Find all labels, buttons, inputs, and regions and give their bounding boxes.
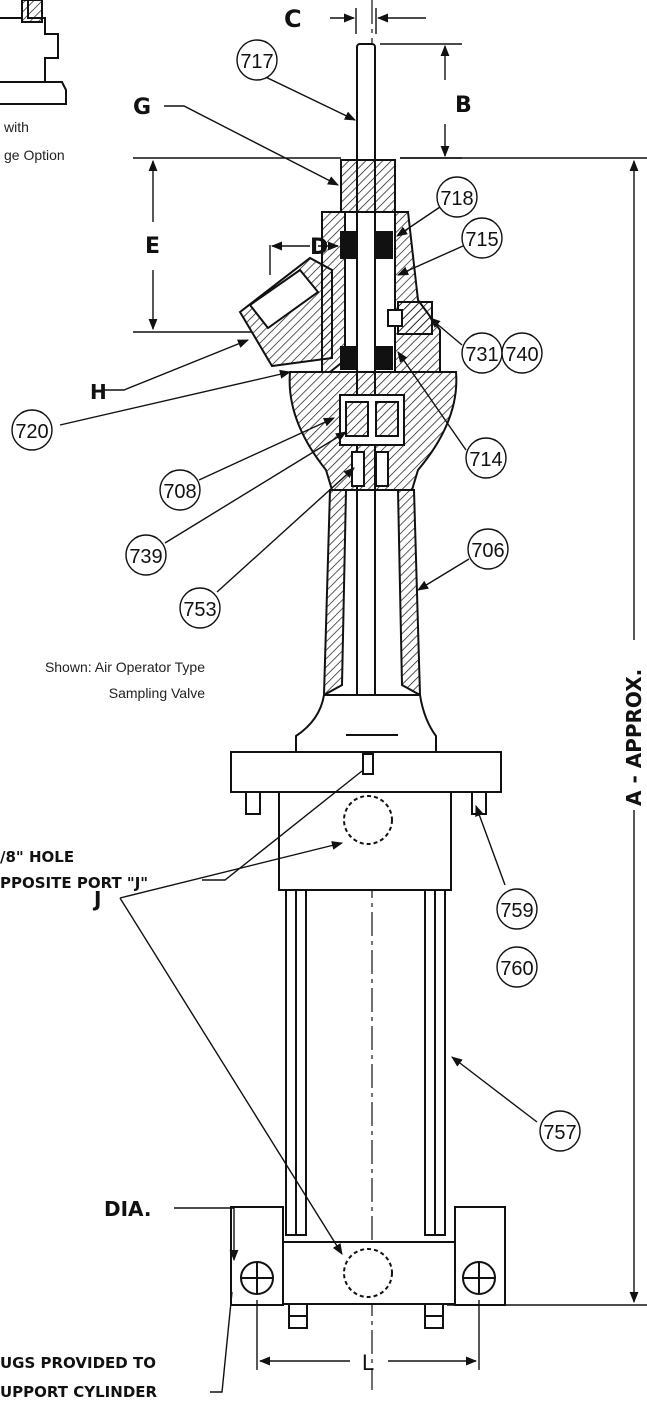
dim-label-a: A - APPROX. [622, 669, 646, 806]
dim-label-j: J [92, 887, 101, 911]
dim-label-b: B [455, 93, 472, 118]
callout-731: 731 [461, 332, 503, 374]
svg-text:739: 739 [129, 546, 162, 568]
hole-note-line1: /8" HOLE [0, 848, 74, 866]
flange-note-line2: ge Option [4, 147, 65, 163]
callout-740: 740 [501, 332, 543, 374]
cylinder-housing [278, 791, 452, 1236]
svg-text:731: 731 [465, 344, 498, 366]
dim-label-dia: DIA. [104, 1197, 152, 1221]
svg-text:759: 759 [500, 900, 533, 922]
barrel-706 [295, 489, 437, 753]
cylinder-end-cap [230, 1206, 506, 1329]
callout-759: 759 [496, 888, 538, 930]
callout-708: 708 [159, 469, 201, 511]
dim-label-h: H [90, 380, 107, 404]
bonnet-body [238, 159, 458, 491]
dim-label-d: D [310, 235, 328, 260]
svg-text:706: 706 [471, 540, 504, 562]
svg-text:718: 718 [440, 188, 473, 210]
flange-inset-view [0, 0, 67, 105]
lugs-note-line1: UGS PROVIDED TO [0, 1354, 156, 1372]
callout-717: 717 [236, 39, 278, 81]
svg-text:714: 714 [469, 449, 502, 471]
svg-text:760: 760 [500, 958, 533, 980]
svg-text:753: 753 [183, 599, 216, 621]
dim-label-e: E [145, 234, 160, 259]
callout-714: 714 [465, 437, 507, 479]
svg-text:708: 708 [163, 481, 196, 503]
shown-note-line1: Shown: Air Operator Type [45, 659, 205, 675]
svg-text:740: 740 [505, 344, 538, 366]
callout-753: 753 [179, 587, 221, 629]
leader-lines [59, 69, 538, 1393]
lugs-note-line2: UPPORT CYLINDER [0, 1383, 158, 1401]
callout-739: 739 [125, 534, 167, 576]
callout-720: 720 [11, 409, 53, 451]
lug-hole-right [462, 1261, 496, 1295]
svg-text:720: 720 [15, 421, 48, 443]
shown-note-line2: Sampling Valve [109, 685, 205, 701]
callout-757: 757 [539, 1110, 581, 1152]
callout-706: 706 [467, 528, 509, 570]
mounting-plate [230, 751, 502, 815]
dim-label-c: C [284, 5, 302, 33]
flange-note-line1: with [3, 119, 29, 135]
dim-label-g: G [133, 95, 151, 120]
lug-hole-left [240, 1261, 274, 1295]
callout-715: 715 [461, 217, 503, 259]
svg-text:715: 715 [465, 229, 498, 251]
dim-label-l: L [362, 1350, 374, 1375]
hole-note-line2: PPOSITE PORT "J" [0, 874, 148, 892]
svg-text:717: 717 [240, 51, 273, 73]
callout-718: 718 [436, 176, 478, 218]
dimension-lines [133, 8, 647, 1370]
callout-760: 760 [496, 946, 538, 988]
svg-text:757: 757 [543, 1122, 576, 1144]
